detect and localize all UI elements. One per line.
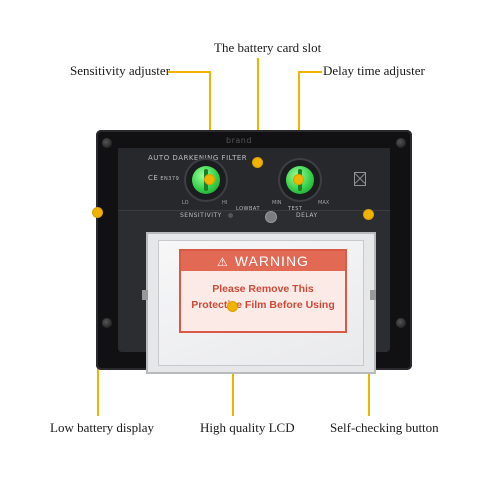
delay-max: MAX: [318, 200, 330, 206]
marker-battery-slot: [253, 158, 262, 167]
marker-lcd: [228, 302, 237, 311]
marker-self-check: [364, 210, 373, 219]
warning-line-1: Please Remove This: [212, 283, 314, 295]
brand-text: brand: [226, 136, 252, 145]
screw-bottom-left: [102, 318, 112, 328]
label-delay: Delay time adjuster: [323, 63, 425, 78]
screw-bottom-right: [396, 318, 406, 328]
label-low-battery: Low battery display: [50, 420, 154, 435]
marker-delay: [294, 175, 303, 184]
low-battery-led: [228, 213, 233, 218]
filter-label: AUTO DARKENING FILTER: [148, 154, 248, 162]
label-sensitivity: Sensitivity adjuster: [70, 63, 171, 78]
warning-heading: ⚠ WARNING: [181, 251, 345, 271]
warning-triangle-icon: ⚠: [217, 255, 229, 269]
sensitivity-max: HI: [222, 200, 228, 206]
ce-mark-text: CE: [148, 174, 159, 182]
marker-sensitivity: [205, 175, 214, 184]
low-bat-label: LOWBAT: [236, 206, 261, 212]
delay-label: DELAY: [296, 212, 318, 219]
warning-sticker: ⚠ WARNING Please Remove This Protective F…: [179, 249, 347, 333]
marker-low-battery: [93, 208, 102, 217]
standard-text: EN379: [160, 176, 180, 182]
self-check-button[interactable]: [266, 212, 276, 222]
lcd-clip-right: [370, 290, 376, 300]
leader-battery-slot: [257, 58, 259, 162]
label-self-check: Self-checking button: [330, 420, 439, 435]
sensitivity-label: SENSITIVITY: [180, 212, 222, 219]
lcd-screen: ⚠ WARNING Please Remove This Protective F…: [158, 240, 364, 366]
delay-dial-ring: [280, 160, 320, 200]
label-lcd: High quality LCD: [200, 420, 295, 435]
screw-top-left: [102, 138, 112, 148]
leader-delay-h: [298, 71, 322, 73]
test-label: TEST: [288, 206, 303, 212]
delay-min: MIN: [272, 200, 282, 206]
leader-delay-v: [298, 71, 300, 179]
warning-heading-text: WARNING: [234, 253, 309, 269]
screw-top-right: [396, 138, 406, 148]
label-battery-slot: The battery card slot: [214, 40, 322, 55]
recycle-bin-crossed-icon: [354, 172, 366, 186]
leader-sensitivity-h: [168, 71, 210, 73]
lcd-clip-left: [142, 290, 148, 300]
leader-sensitivity-v: [209, 71, 211, 179]
lcd-frame: ⚠ WARNING Please Remove This Protective F…: [142, 232, 376, 374]
sensitivity-min: LO: [182, 200, 189, 206]
warning-line-2: Protective Film Before Using: [191, 299, 335, 311]
